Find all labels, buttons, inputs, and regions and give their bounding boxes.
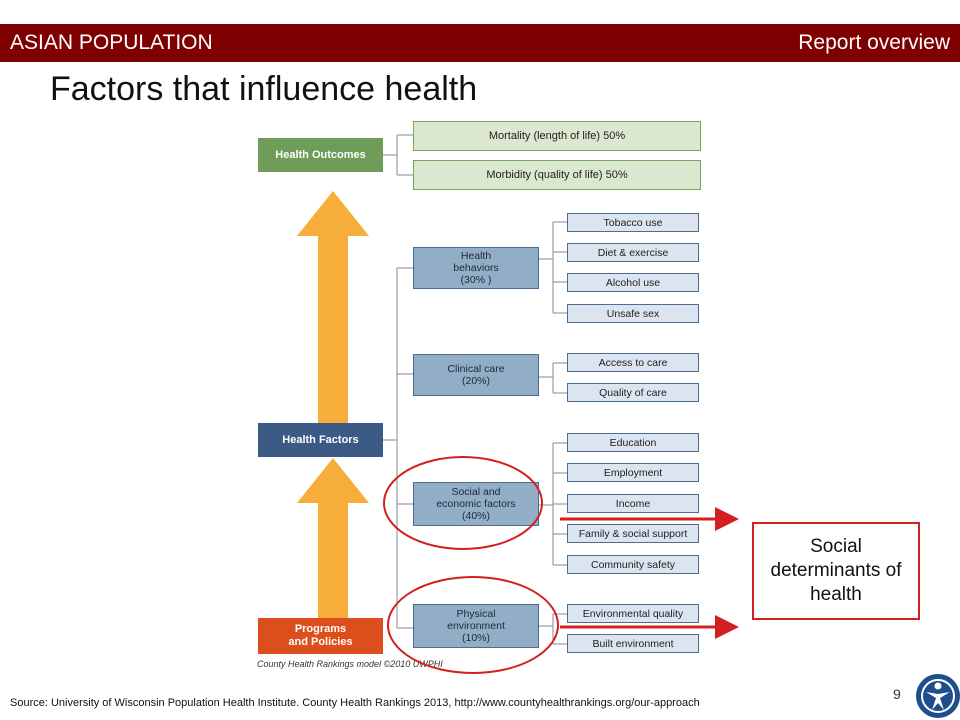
header-bar: ASIAN POPULATION Report overview [0, 24, 960, 62]
health-logo-icon [916, 674, 960, 718]
health-factors-box: Health Factors [258, 423, 383, 457]
education-box: Education [567, 433, 699, 452]
built-environment-box: Built environment [567, 634, 699, 653]
clinical-care-box: Clinical care (20%) [413, 354, 539, 396]
page-title: Factors that influence health [50, 70, 478, 108]
community-safety-box: Community safety [567, 555, 699, 574]
health-factors-diagram: Health Outcomes Mortality (length of lif… [255, 118, 705, 673]
programs-policies-box: Programs and Policies [258, 618, 383, 654]
quality-of-care-box: Quality of care [567, 383, 699, 402]
employment-box: Employment [567, 463, 699, 482]
health-behaviors-box: Health behaviors (30% ) [413, 247, 539, 289]
mortality-box: Mortality (length of life) 50% [413, 121, 701, 151]
unsafe-sex-box: Unsafe sex [567, 304, 699, 323]
alcohol-use-box: Alcohol use [567, 273, 699, 292]
section-subtitle: Report overview [798, 31, 950, 54]
physical-environment-box: Physical environment (10%) [413, 604, 539, 648]
health-outcomes-box: Health Outcomes [258, 138, 383, 172]
upward-arrow-upper [297, 191, 369, 423]
page-number: 9 [893, 686, 901, 702]
diet-exercise-box: Diet & exercise [567, 243, 699, 262]
tobacco-use-box: Tobacco use [567, 213, 699, 232]
access-to-care-box: Access to care [567, 353, 699, 372]
diagram-caption: County Health Rankings model ©2010 UWPHI [257, 659, 443, 669]
upward-arrow-lower [297, 458, 369, 618]
family-social-support-box: Family & social support [567, 524, 699, 543]
social-economic-factors-box: Social and economic factors (40%) [413, 482, 539, 526]
social-determinants-callout: Social determinants of health [752, 522, 920, 620]
section-label: ASIAN POPULATION [10, 31, 213, 54]
income-box: Income [567, 494, 699, 513]
morbidity-box: Morbidity (quality of life) 50% [413, 160, 701, 190]
source-citation: Source: University of Wisconsin Populati… [10, 697, 700, 709]
environmental-quality-box: Environmental quality [567, 604, 699, 623]
